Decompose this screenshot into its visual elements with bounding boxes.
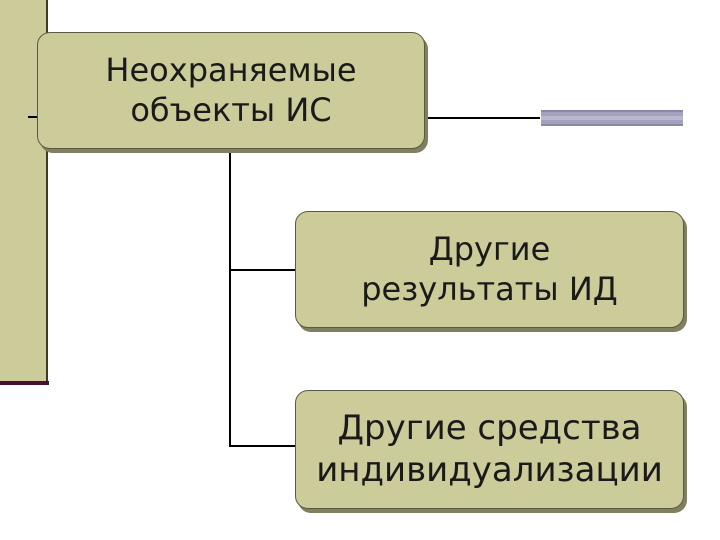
connector-child-1 (229, 269, 295, 271)
connector-child-2 (229, 445, 295, 447)
child-node-label: Другие средства индивидуализации (316, 408, 663, 490)
child-node-other-results: Другие результаты ИД (295, 211, 684, 328)
decor-accent-bar (541, 110, 683, 126)
side-decor-underline (0, 381, 49, 385)
connector-root-right (425, 117, 540, 119)
connector-trunk (229, 149, 231, 447)
root-node: Неохраняемые объекты ИС (37, 32, 425, 149)
root-node-label: Неохраняемые объекты ИС (105, 51, 357, 129)
child-node-label: Другие результаты ИД (361, 230, 618, 308)
child-node-other-means: Другие средства индивидуализации (295, 390, 684, 509)
